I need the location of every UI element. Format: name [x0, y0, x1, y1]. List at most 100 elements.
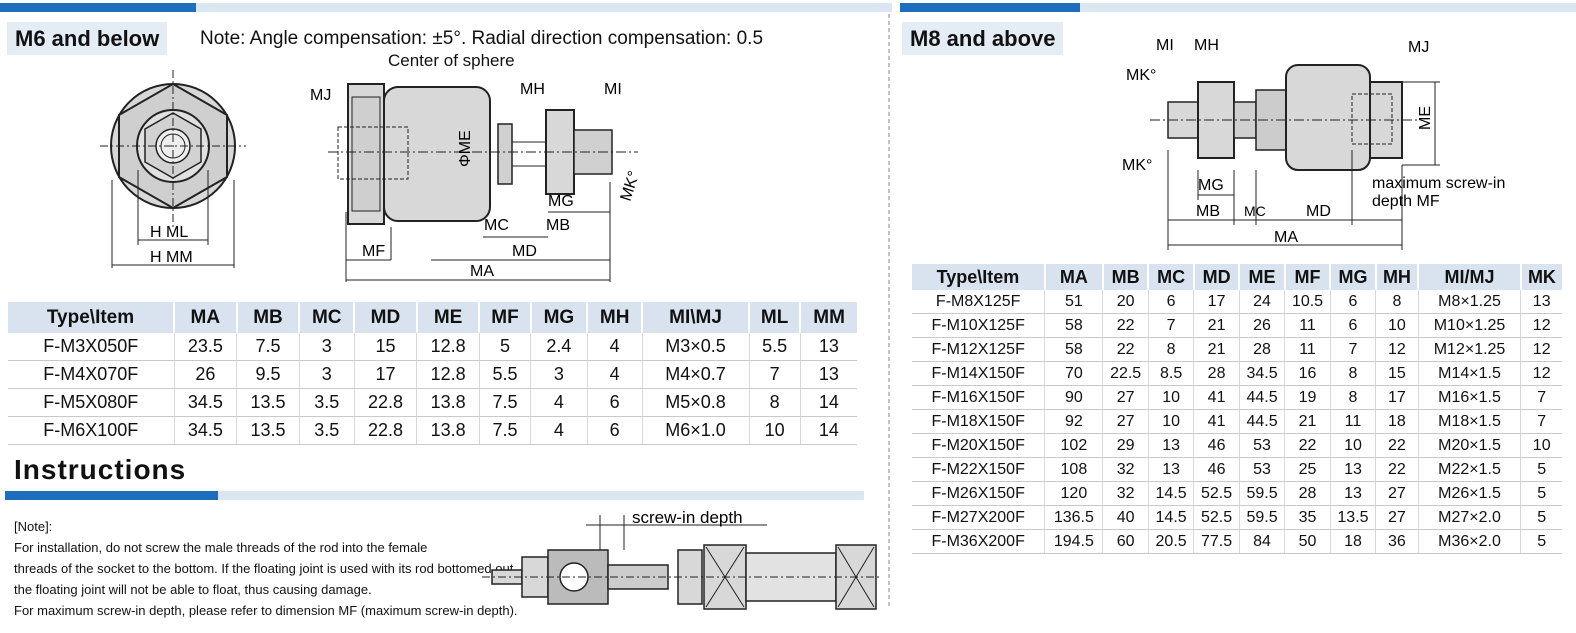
table-cell: 32 [1102, 457, 1149, 482]
table-cell: 11 [1330, 409, 1377, 434]
table-cell: 7.5 [479, 416, 532, 445]
table-cell: 13 [1330, 457, 1377, 482]
table-cell: 4 [587, 333, 643, 361]
header-accent-bar-left [0, 3, 196, 12]
table-cell: F-M5X080F [8, 388, 175, 417]
table-cell: 27 [1102, 385, 1149, 410]
table-cell: 34.5 [174, 416, 238, 445]
right-table-header-cell: MD [1193, 264, 1241, 290]
table-cell: 6 [1148, 290, 1195, 314]
right-table-header-cell: MB [1102, 264, 1150, 290]
section-divider [888, 14, 890, 609]
svg-text:MH: MH [1194, 37, 1219, 54]
instructions-light-bar [218, 491, 864, 500]
table-cell: 13.8 [416, 416, 480, 445]
table-cell: F-M20X150F [912, 433, 1046, 458]
table-cell: 8 [1148, 337, 1195, 362]
end-view-diagram: H ML H MM [100, 70, 246, 268]
left-table-header-cell: MH [587, 302, 644, 333]
table-cell: 44.5 [1239, 385, 1286, 410]
table-cell: 19 [1284, 385, 1331, 410]
svg-text:MG: MG [548, 193, 574, 210]
right-table-header-cell: MH [1375, 264, 1420, 290]
svg-text:MJ: MJ [1408, 39, 1429, 56]
table-cell: 22 [1102, 337, 1149, 362]
table-cell: M36×2.0 [1418, 529, 1522, 554]
svg-text:MI: MI [1156, 37, 1174, 54]
table-cell: 14.5 [1148, 505, 1195, 530]
table-cell: 21 [1193, 337, 1240, 362]
right-table-header-cell: MI/MJ [1418, 264, 1522, 290]
svg-text:MC: MC [484, 217, 509, 234]
table-cell: F-M4X070F [8, 360, 175, 389]
table-cell: 8.5 [1148, 361, 1195, 386]
table-cell: 6 [587, 416, 643, 445]
table-cell: 6 [587, 388, 643, 417]
table-cell: 9.5 [236, 360, 300, 389]
table-cell: 51 [1044, 290, 1104, 314]
instructions-line-3: threads of the socket to the bottom. If … [14, 561, 517, 576]
header-light-bar-right [1080, 3, 1576, 12]
table-cell: 26 [1239, 313, 1286, 338]
label-h-mm: H MM [150, 249, 193, 266]
table-cell: 24 [1239, 290, 1286, 314]
table-cell: 12.8 [416, 333, 480, 361]
table-cell: 14 [800, 416, 857, 445]
left-table-header-cell: MD [354, 302, 418, 333]
table-cell: M4×0.7 [642, 360, 750, 389]
table-cell: 16 [1284, 361, 1331, 386]
table-cell: 13.8 [416, 388, 480, 417]
left-table-header-cell: MB [236, 302, 301, 333]
table-cell: 77.5 [1193, 529, 1240, 554]
header-light-bar-left [196, 3, 892, 12]
table-cell: 13 [1148, 433, 1195, 458]
svg-text:MJ: MJ [310, 87, 331, 104]
table-cell: M6×1.0 [642, 416, 750, 445]
screw-in-depth-diagram: screw-in depth [482, 508, 882, 610]
table-cell: 17 [1375, 385, 1419, 410]
screw-in-depth-label: screw-in depth [632, 508, 743, 527]
table-cell: F-M27X200F [912, 505, 1046, 530]
left-table-header-cell: MC [299, 302, 356, 333]
table-cell: 20.5 [1148, 529, 1195, 554]
table-cell: M18×1.5 [1418, 409, 1522, 434]
table-cell: M26×1.5 [1418, 481, 1522, 506]
table-cell: 5 [1520, 481, 1562, 506]
table-cell: 18 [1375, 409, 1419, 434]
table-cell: 14 [800, 388, 857, 417]
table-cell: 32 [1102, 481, 1149, 506]
table-cell: 52.5 [1193, 505, 1240, 530]
table-cell: 50 [1284, 529, 1331, 554]
table-cell: 6 [1330, 313, 1377, 338]
table-cell: 13 [1520, 290, 1562, 314]
svg-text:MB: MB [546, 217, 570, 234]
table-cell: 8 [1330, 361, 1377, 386]
table-cell: 120 [1044, 481, 1104, 506]
side-view-diagram-m8: MI MH MJ MK° MK° ME MG MB MC MD MA maxim… [1122, 37, 1505, 250]
table-cell: F-M3X050F [8, 333, 175, 361]
table-cell: 23.5 [174, 333, 238, 361]
table-cell: 194.5 [1044, 529, 1104, 554]
table-cell: M14×1.5 [1418, 361, 1522, 386]
table-cell: 7.5 [236, 333, 300, 361]
svg-text:MK°: MK° [1122, 157, 1152, 174]
right-table-header-cell: MF [1284, 264, 1332, 290]
svg-text:MA: MA [1274, 229, 1298, 246]
table-cell: 52.5 [1193, 481, 1240, 506]
table-cell: 4 [530, 416, 588, 445]
table-cell: 3 [530, 360, 588, 389]
svg-text:MF: MF [362, 243, 385, 260]
table-cell: 22 [1284, 433, 1331, 458]
left-table-header-cell: MM [800, 302, 857, 333]
table-cell: 3 [299, 360, 355, 389]
